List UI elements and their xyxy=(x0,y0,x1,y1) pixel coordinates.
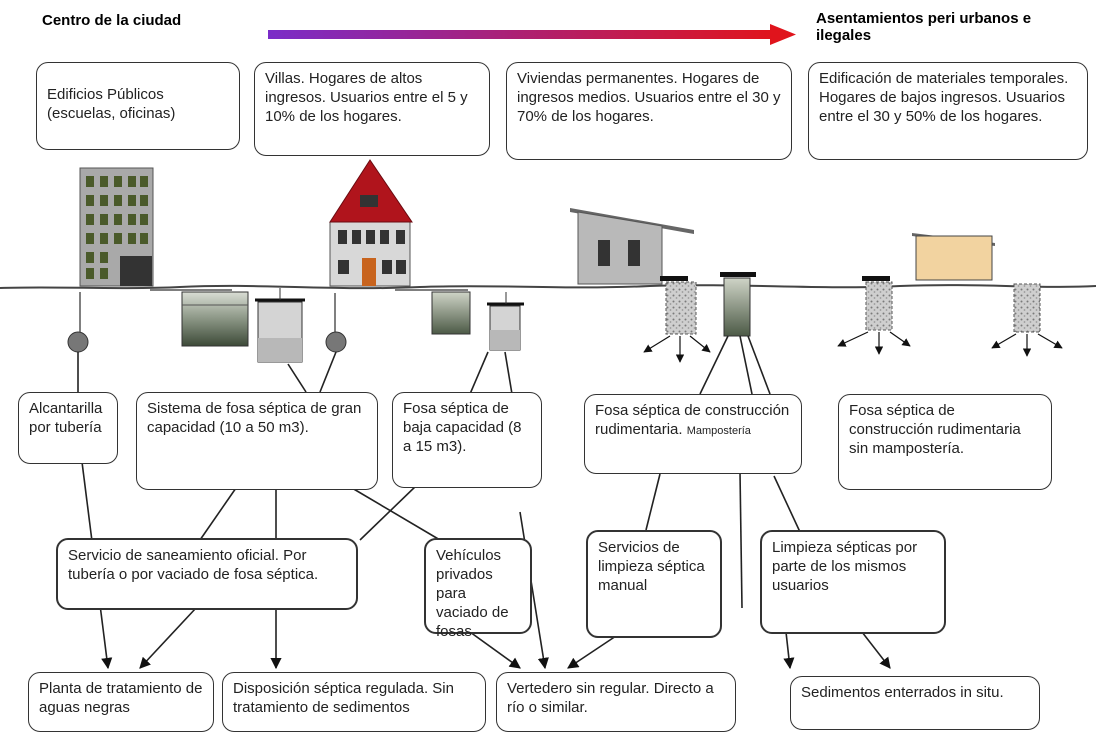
manhole-icon xyxy=(325,331,347,353)
temporary-housing-box: Edificación de materiales temporales. Ho… xyxy=(808,62,1088,160)
peri-urban-label: Asentamientos peri urbanos e ilegales xyxy=(816,10,1032,44)
office-building-icon xyxy=(79,167,154,287)
seepage-arrows xyxy=(837,331,1063,357)
masonry-note: Mampostería xyxy=(686,425,751,437)
treatment-plant-box: Planta de tratamiento de aguas negras xyxy=(28,672,214,732)
manhole-icon xyxy=(67,331,89,353)
permanent-housing-box: Viviendas permanentes. Hogares de ingres… xyxy=(506,62,792,160)
urban-gradient-arrow xyxy=(268,24,796,45)
buried-sediment-box: Sedimentos enterrados in situ. xyxy=(790,676,1040,730)
public-buildings-box: Edificios Públicos (escuelas, oficinas) xyxy=(36,62,240,150)
large-septic-tank-icon xyxy=(181,288,305,363)
rudimentary-masonry-text: Fosa séptica de construcción rudimentari… xyxy=(595,402,790,438)
official-sanitation-box: Servicio de saneamiento oficial. Por tub… xyxy=(56,538,358,610)
small-septic-tank-icon xyxy=(431,291,524,351)
private-vehicles-box: Vehículos privados para vaciado de fosas xyxy=(424,538,532,640)
unlined-pit-icon xyxy=(862,276,1041,333)
manual-cleaning-box: Servicios de limpieza séptica manual xyxy=(586,530,722,638)
small-septic-tank-box: Fosa séptica de baja capacidad (8 a 15 m… xyxy=(392,392,542,488)
rudimentary-masonry-box: Fosa séptica de construcción rudimentari… xyxy=(584,394,802,474)
unregulated-dump-box: Vertedero sin regular. Directo a río o s… xyxy=(496,672,736,732)
sewer-pipes xyxy=(79,289,468,332)
seepage-arrows xyxy=(643,335,711,363)
villas-box: Villas. Hogares de altos ingresos. Usuar… xyxy=(254,62,490,156)
connector-lines xyxy=(77,335,771,395)
sewer-pipe-box: Alcantarilla por tubería xyxy=(18,392,118,464)
city-center-label: Centro de la ciudad xyxy=(42,12,182,29)
regulated-disposal-box: Disposición séptica regulada. Sin tratam… xyxy=(222,672,486,732)
rudimentary-pit-icon xyxy=(660,272,756,337)
villa-house-icon xyxy=(329,159,413,287)
rudimentary-no-masonry-box: Fosa séptica de construcción rudimentari… xyxy=(838,394,1052,490)
permanent-house-icon xyxy=(570,208,694,285)
temporary-hut-icon xyxy=(912,233,995,281)
ground-line xyxy=(0,284,1096,290)
large-septic-system-box: Sistema de fosa séptica de gran capacida… xyxy=(136,392,378,490)
self-cleaning-box: Limpieza sépticas por parte de los mismo… xyxy=(760,530,946,634)
